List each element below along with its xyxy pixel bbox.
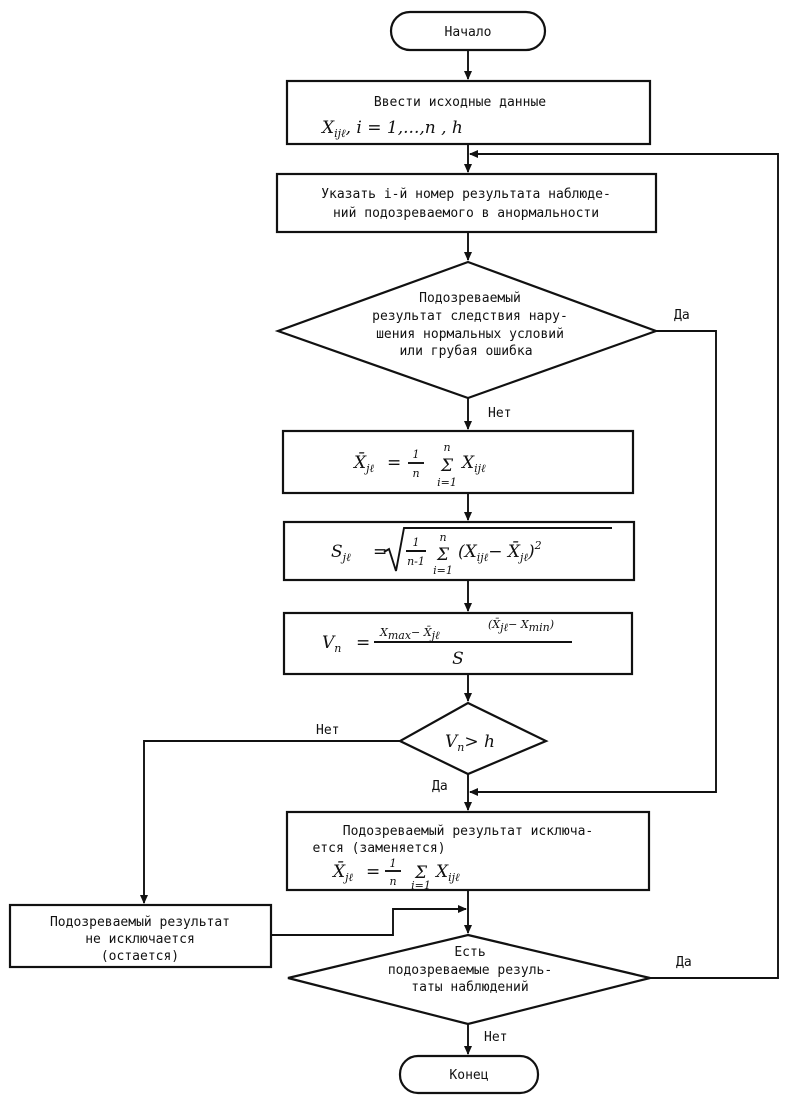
exclude-line1: Подозреваемый результат исключа- (343, 824, 593, 839)
start-terminal: Начало (389, 10, 547, 52)
mean-frac-den: n (412, 467, 419, 480)
decision3-line1: Есть (454, 945, 485, 960)
exclude-sum-bot: i=1 (411, 879, 431, 892)
stddev-term: (Xijℓ− X̄jℓ)2 (458, 539, 542, 564)
decision2-no-label: Нет (316, 723, 339, 738)
start-label: Начало (445, 25, 492, 40)
keep-block: Подозреваемый результат не исключается (… (8, 903, 273, 969)
mean-lhs: X̄jℓ (352, 451, 375, 475)
exclude-term: Xijℓ (434, 862, 460, 884)
stddev-eq: = (373, 542, 387, 562)
mean-eq: = (387, 453, 401, 473)
stddev-lhs: Sjℓ (331, 542, 351, 564)
stddev-block: Sjℓ = 1 n-1 n Σ i=1 (Xijℓ− X̄jℓ)2 (282, 520, 636, 582)
criterion-num: Xmax− X̄jℓ (379, 626, 440, 642)
mean-sum: Σ (440, 456, 454, 476)
stddev-sum-bot: i=1 (433, 564, 453, 577)
stddev-radical (383, 527, 612, 572)
decision1-yes-label: Да (674, 308, 690, 323)
input-vars: Xijℓ, i = 1,...,n , h (320, 118, 463, 140)
stddev-frac-num: 1 (413, 536, 420, 549)
stddev-sum: Σ (436, 545, 450, 565)
stddev-frac-den: n-1 (407, 555, 425, 568)
criterion-num-alt: (X̄jℓ− Xmin) (488, 618, 554, 634)
criterion-lhs: Vn (322, 633, 341, 655)
decision1-no-label: Нет (488, 406, 511, 421)
criterion-den: S (452, 649, 464, 669)
decision3-line2: подозреваемые резуль- (388, 963, 552, 978)
decision2-condition: Vn> h (445, 732, 495, 754)
stddev-sum-top: n (439, 531, 446, 544)
decision3-line3: таты наблюдений (411, 980, 528, 995)
criterion-block: Vn = Xmax− X̄jℓ (X̄jℓ− Xmin) S (282, 611, 634, 676)
connectors (140, 50, 779, 1055)
decision3: Есть подозреваемые резуль- таты наблюден… (287, 933, 651, 1026)
decision3-yes-label: Да (676, 955, 692, 970)
exclude-frac-num: 1 (390, 857, 397, 870)
keep-line1: Подозреваемый результат (50, 915, 230, 930)
input-line1: Ввести исходные данные (374, 95, 546, 110)
exclude-eq: = (366, 862, 380, 882)
decision1: Подозреваемый результат следствия нару- … (274, 260, 660, 400)
criterion-eq: = (356, 633, 370, 653)
end-label: Конец (449, 1068, 488, 1083)
mean-sum-top: n (443, 441, 450, 454)
decision2-yes-label: Да (432, 779, 448, 794)
flow-decision1-yes (469, 330, 717, 796)
exclude-frac-den: n (389, 875, 396, 888)
specify-block: Указать i-й номер результата наблюде- ни… (275, 172, 658, 234)
keep-line2: не исключается (85, 932, 195, 947)
mean-sum-bot: i=1 (437, 476, 457, 489)
mean-frac-num: 1 (413, 448, 420, 461)
input-block: Ввести исходные данные Xijℓ, i = 1,...,n… (285, 79, 652, 146)
flow-decision2-no (140, 740, 400, 904)
mean-block: X̄jℓ = 1 n n Σ i=1 Xijℓ (281, 429, 635, 495)
specify-line2: ний подозреваемого в анормальности (333, 206, 599, 221)
flow-decision3-yes (469, 150, 779, 979)
end-terminal: Конец (398, 1054, 540, 1095)
exclude-line2: ется (заменяется) (312, 841, 445, 856)
decision2: Vn> h (397, 701, 549, 776)
exclude-lhs: X̄jℓ (331, 860, 354, 884)
flow-keep-to-merge (271, 905, 467, 936)
keep-line3: (остается) (101, 949, 179, 964)
specify-line1: Указать i-й номер результата наблюде- (321, 187, 611, 202)
decision1-line3: шения нормальных условий (376, 327, 564, 342)
exclude-block: Подозреваемый результат исключа- ется (з… (285, 810, 651, 892)
decision1-line1: Подозреваемый (419, 291, 521, 306)
mean-term: Xijℓ (460, 453, 486, 475)
decision1-line2: результат следствия нару- (372, 309, 568, 324)
exclude-sum: Σ (414, 863, 428, 883)
decision1-line4: или грубая ошибка (399, 344, 532, 359)
decision3-no-label: Нет (484, 1030, 507, 1045)
